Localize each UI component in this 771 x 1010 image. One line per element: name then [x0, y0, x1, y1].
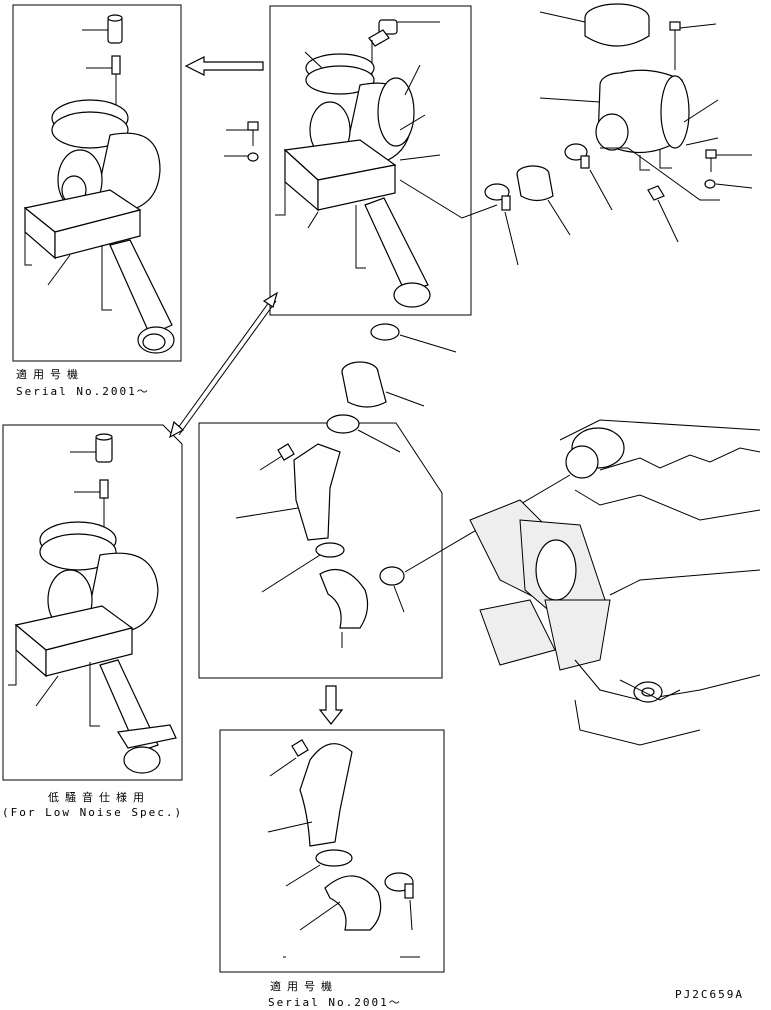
- detail-box-intake-pipe: [198, 422, 443, 679]
- detail-box-intake-pipe-serial: [219, 729, 445, 973]
- hose-clamps-exploded: [399, 143, 613, 266]
- intake-hose-chain: [326, 323, 457, 453]
- intake-pipe-assy-serial: [267, 739, 414, 931]
- air-cleaner-assy-top-center: [275, 19, 441, 308]
- double-arrow-icon: [169, 291, 279, 439]
- serial-caption-jp-bottom: 適用号機: [270, 980, 338, 993]
- air-cleaner-assy-low-noise: [8, 433, 177, 774]
- air-cleaner-exploded: [539, 3, 753, 243]
- bolt-washer-center-left: [224, 121, 259, 162]
- detail-box-top-center: [269, 5, 472, 316]
- drawing-code: PJ2C659A: [675, 988, 744, 1001]
- detail-box-low-noise: [2, 424, 183, 781]
- low-noise-caption-en: (For Low Noise Spec.): [2, 806, 184, 819]
- arrow-left-icon: [184, 56, 264, 76]
- serial-caption-jp-top: 適用号機: [16, 368, 84, 381]
- air-cleaner-assy-top-left: [23, 14, 175, 354]
- serial-caption-en-bottom: Serial No.2001～: [268, 996, 402, 1009]
- low-noise-caption-jp: 低騒音仕様用: [48, 791, 150, 804]
- detail-box-top-left: [12, 4, 182, 362]
- intake-pipe-assy: [235, 443, 571, 648]
- arrow-down-icon: [318, 685, 344, 725]
- engine-block: [469, 419, 761, 746]
- serial-caption-en-top: Serial No.2001～: [16, 385, 150, 398]
